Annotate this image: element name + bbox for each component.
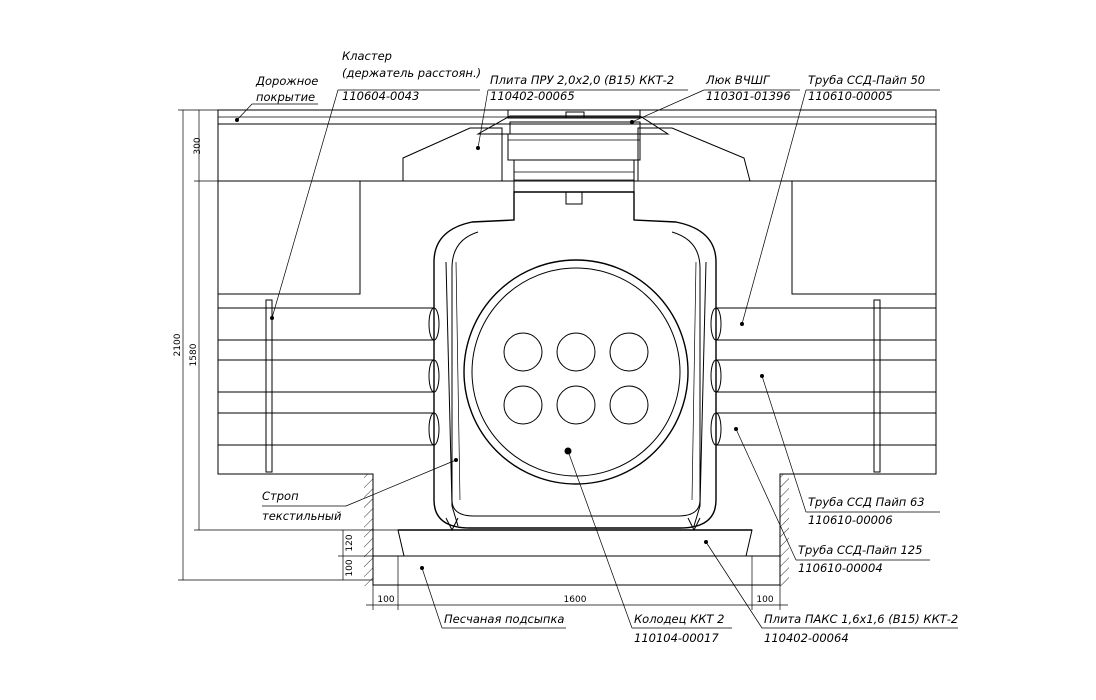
label-sling-line1: Строп: [262, 489, 299, 503]
label-hatch: Люк ВЧШГ: [705, 73, 771, 87]
label-sand-bed: Песчаная подсыпка: [444, 612, 564, 626]
plate-pru: [402, 115, 751, 182]
spacer-holder-right: [873, 299, 881, 473]
well-body: [433, 191, 717, 529]
label-plate-paks-code: 110402-00064: [764, 631, 849, 645]
label-road-surface-line1: Дорожное: [255, 74, 318, 88]
label-pipe-50-code: 110610-00005: [808, 89, 893, 103]
label-road-surface-line2: покрытие: [256, 90, 315, 104]
pipe-openings: [503, 332, 649, 455]
dim-100-left: 100: [377, 595, 394, 605]
label-pipe-125: Труба ССД-Пайп 125: [798, 543, 922, 557]
compacted-soil-blocks: [217, 180, 937, 295]
dim-2100: 2100: [173, 333, 183, 356]
road-surface-layer: [217, 109, 937, 182]
label-cluster-code: 110604-0043: [342, 89, 419, 103]
label-well-code: 110104-00017: [634, 631, 719, 645]
label-plate-pru: Плита ПРУ 2,0х2,0 (В15) ККТ-2: [490, 73, 674, 87]
pipes-right: [710, 299, 937, 473]
dim-1600: 1600: [564, 595, 587, 605]
pipes-left: [217, 299, 440, 473]
label-plate-paks: Плита ПАКС 1,6х1,6 (В15) ККТ-2: [764, 612, 958, 626]
dimension-lines: [178, 109, 788, 610]
base-plate-paks: [397, 529, 753, 557]
dim-100-vertical: 100: [345, 559, 355, 576]
label-plate-pru-code: 110402-00065: [490, 89, 575, 103]
label-cluster-line2: (держатель расстоян.): [342, 66, 481, 80]
dim-1580: 1580: [189, 343, 199, 366]
textile-slings: [445, 261, 707, 532]
label-sling-line2: текстильный: [262, 509, 342, 523]
label-well: Колодец ККТ 2: [634, 612, 724, 626]
label-pipe-50: Труба ССД-Пайп 50: [808, 73, 925, 87]
dim-300: 300: [193, 137, 203, 154]
spacer-holder-left: [265, 299, 273, 473]
label-pipe-63-code: 110610-00006: [808, 513, 893, 527]
manhole-hatch: [507, 109, 641, 205]
label-pipe-63: Труба ССД Пайп 63: [808, 495, 925, 509]
dim-100-right: 100: [756, 595, 773, 605]
leader-lines: [235, 89, 958, 629]
label-hatch-code: 110301-01396: [706, 89, 791, 103]
label-cluster-line1: Кластер: [342, 49, 392, 63]
label-pipe-125-code: 110610-00004: [798, 561, 883, 575]
dim-120: 120: [345, 534, 355, 551]
